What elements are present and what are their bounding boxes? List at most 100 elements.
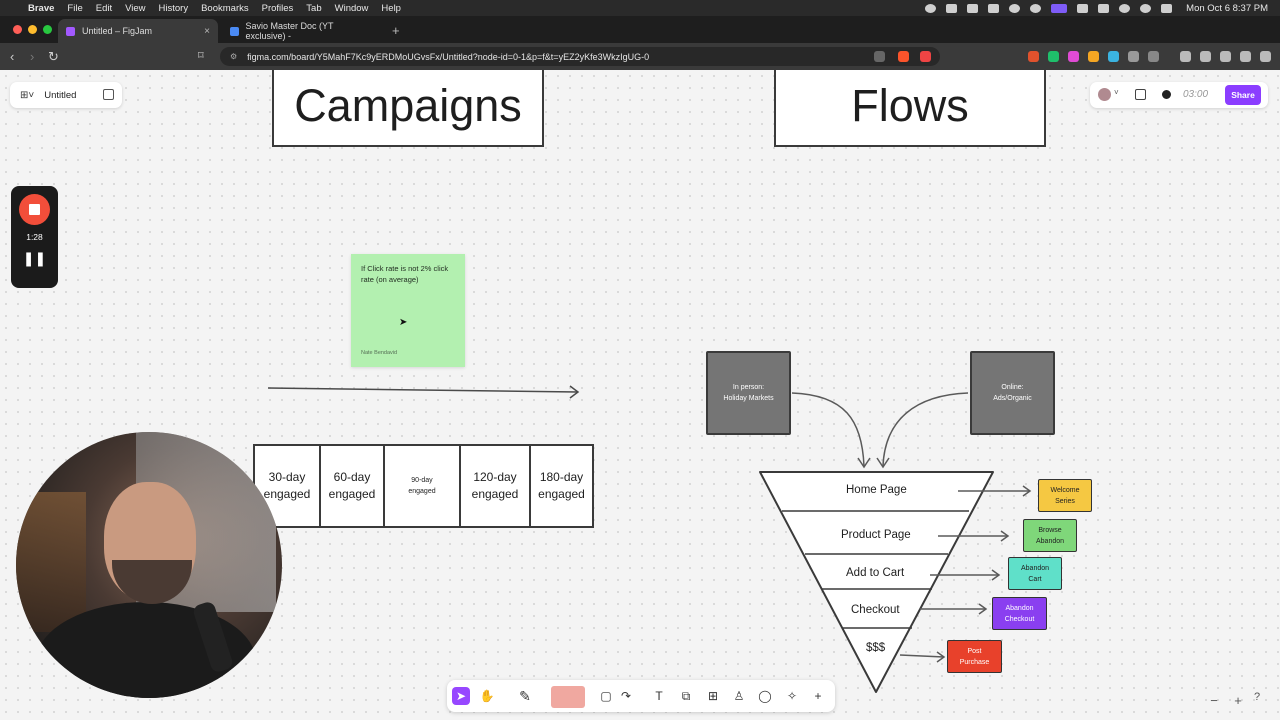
wallet-icon[interactable] xyxy=(1200,51,1211,62)
source-connector-right[interactable] xyxy=(876,392,969,469)
campaigns-heading[interactable]: Campaigns xyxy=(272,70,544,147)
share-button[interactable]: Share xyxy=(1225,85,1261,105)
menu-window[interactable]: Window xyxy=(334,2,369,14)
extensions-puzzle-icon[interactable] xyxy=(1128,51,1139,62)
status-app-icon[interactable] xyxy=(1009,3,1021,13)
bookmark-icon[interactable]: ⌑ xyxy=(198,50,204,62)
tab-savio-doc[interactable]: Savio Master Doc (YT exclusive) - xyxy=(222,19,382,43)
menu-history[interactable]: History xyxy=(158,2,189,14)
move-tool-icon[interactable]: ➤ xyxy=(452,687,470,705)
stickies-tool-icon[interactable] xyxy=(551,686,585,708)
maximize-window-icon[interactable] xyxy=(43,25,52,34)
funnel-stage-home-page[interactable]: Home Page xyxy=(846,484,907,496)
status-app-icon[interactable] xyxy=(1030,3,1042,13)
forward-icon[interactable]: › xyxy=(30,49,35,64)
tab-figjam[interactable]: Untitled – FigJam × xyxy=(58,19,218,43)
figjam-canvas[interactable]: ⊞˅ Untitled ˅ 03:00 Share 1:28 ❚❚ Campai… xyxy=(0,70,1280,720)
menu-clock[interactable]: Mon Oct 6 8:37 PM xyxy=(1186,2,1268,14)
menu-view[interactable]: View xyxy=(125,2,146,14)
marker-tool-icon[interactable]: ✎ xyxy=(519,687,531,704)
brave-shields-icon[interactable] xyxy=(898,51,909,62)
pause-icon[interactable]: ❚❚ xyxy=(22,250,47,266)
brave-rewards-icon[interactable] xyxy=(920,51,931,62)
extension-icon[interactable] xyxy=(1068,51,1079,62)
funnel-stage-checkout[interactable]: Checkout xyxy=(851,604,900,616)
source-connector-left[interactable] xyxy=(791,392,871,469)
menu-profiles[interactable]: Profiles xyxy=(261,2,294,14)
screen-record-icon[interactable] xyxy=(1051,3,1068,13)
control-center-icon[interactable] xyxy=(1161,3,1173,13)
new-tab-button[interactable]: + xyxy=(392,23,400,38)
keyboard-input-icon[interactable] xyxy=(1077,3,1089,13)
timeline-arrow[interactable] xyxy=(267,385,580,399)
hand-tool-icon[interactable]: ✋ xyxy=(479,689,495,703)
creative-cloud-icon[interactable] xyxy=(925,3,937,13)
ai-tool-icon[interactable]: ✧ xyxy=(786,689,798,703)
share-page-icon[interactable] xyxy=(874,51,885,62)
source-in-person[interactable]: In person:Holiday Markets xyxy=(706,351,791,435)
sidebar-toggle-icon[interactable] xyxy=(1180,51,1191,62)
extension-icon[interactable] xyxy=(1108,51,1119,62)
close-window-icon[interactable] xyxy=(13,25,22,34)
sticky-note[interactable]: If Click rate is not 2% click rate (on a… xyxy=(351,254,465,367)
funnel-stage-product-page[interactable]: Product Page xyxy=(841,529,911,541)
pages-icon[interactable] xyxy=(103,89,114,100)
file-panel[interactable]: ⊞˅ Untitled xyxy=(10,82,122,108)
menu-edit[interactable]: Edit xyxy=(95,2,113,14)
menu-file[interactable]: File xyxy=(67,2,83,14)
address-bar[interactable]: ⚙ figma.com/board/Y5MahF7Kc9yERDMoUGvsFx… xyxy=(220,47,940,66)
file-name[interactable]: Untitled xyxy=(44,89,77,101)
extension-icon[interactable] xyxy=(1048,51,1059,62)
section-tool-icon[interactable]: ⧉ xyxy=(681,688,691,703)
status-app-icon[interactable] xyxy=(988,3,1000,13)
leo-ai-icon[interactable] xyxy=(1220,51,1231,62)
connector-tool-icon[interactable]: ↷ xyxy=(620,689,632,703)
table-tool-icon[interactable]: ⊞ xyxy=(707,689,719,703)
extension-icon[interactable] xyxy=(1148,51,1159,62)
funnel-shape[interactable] xyxy=(759,471,994,693)
figjam-menu-icon[interactable]: ⊞˅ xyxy=(20,89,35,101)
close-tab-icon[interactable]: × xyxy=(204,25,210,37)
zoom-out-button[interactable]: − xyxy=(1210,692,1218,708)
shape-tool-icon[interactable]: ▢ xyxy=(600,689,612,703)
vpn-icon[interactable] xyxy=(1240,51,1251,62)
funnel-stage-add-to-cart[interactable]: Add to Cart xyxy=(846,567,905,579)
status-app-icon[interactable] xyxy=(967,3,979,13)
spotlight-search-icon[interactable] xyxy=(1140,3,1152,13)
comment-tool-icon[interactable]: ◯ xyxy=(758,689,772,703)
flows-heading[interactable]: Flows xyxy=(774,70,1046,147)
site-settings-icon[interactable]: ⚙ xyxy=(230,52,238,61)
back-icon[interactable]: ‹ xyxy=(10,49,15,64)
extension-icon[interactable] xyxy=(1088,51,1099,62)
help-button[interactable]: ? xyxy=(1254,691,1261,703)
wifi-icon[interactable] xyxy=(1119,3,1131,13)
timer-readout[interactable]: 03:00 xyxy=(1183,89,1209,100)
source-online[interactable]: Online:Ads/Organic xyxy=(970,351,1055,435)
more-tools-icon[interactable]: + xyxy=(814,689,822,703)
reload-icon[interactable]: ↻ xyxy=(48,49,59,64)
stamp-tool-icon[interactable]: ♙ xyxy=(733,689,745,703)
status-app-icon[interactable] xyxy=(946,3,958,13)
text-tool-icon[interactable]: T xyxy=(655,689,663,703)
menu-tab[interactable]: Tab xyxy=(306,2,322,14)
menu-icon[interactable] xyxy=(1260,51,1271,62)
flow-arrows[interactable] xyxy=(899,485,1032,663)
menu-bookmarks[interactable]: Bookmarks xyxy=(201,2,249,14)
menu-help[interactable]: Help xyxy=(381,2,401,14)
extension-icon[interactable] xyxy=(1028,51,1039,62)
stop-recording-button[interactable] xyxy=(19,194,50,225)
funnel-stage-revenue[interactable]: $$$ xyxy=(866,642,886,654)
user-avatar[interactable] xyxy=(1098,88,1111,101)
menu-brave[interactable]: Brave xyxy=(28,2,55,14)
zoom-in-button[interactable]: + xyxy=(1234,692,1242,708)
